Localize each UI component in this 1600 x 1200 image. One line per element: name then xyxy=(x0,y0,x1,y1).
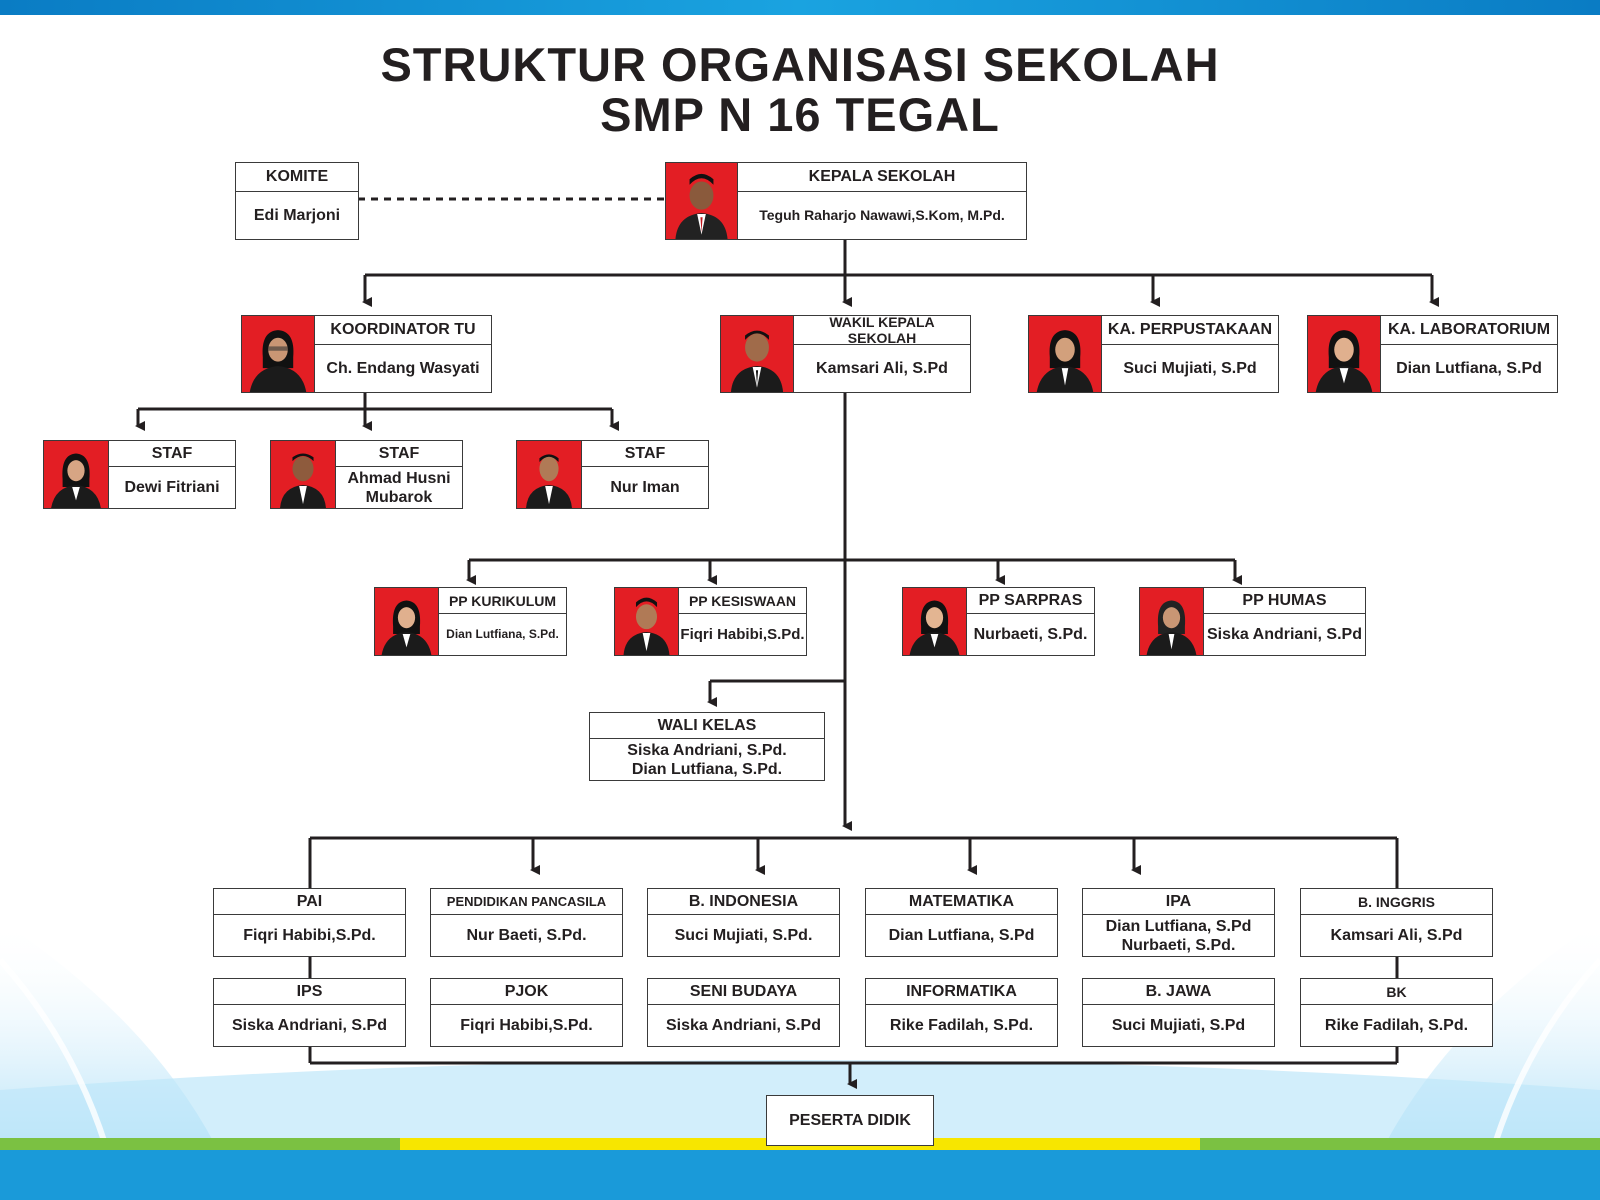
subject-box-seni-budaya: SENI BUDAYA Siska Andriani, S.Pd xyxy=(647,978,840,1047)
kepala-sekolah-name: Teguh Raharjo Nawawi,S.Kom, M.Pd. xyxy=(759,207,1005,223)
koordinator-tu-card: KOORDINATOR TU Ch. Endang Wasyati xyxy=(241,315,492,393)
subject-teacher: Kamsari Ali, S.Pd xyxy=(1330,927,1463,944)
pp-sarpras-name: Nurbaeti, S.Pd. xyxy=(973,626,1088,643)
wali-kelas-title: WALI KELAS xyxy=(590,713,824,739)
subject-teacher: Fiqri Habibi,S.Pd. xyxy=(460,1017,593,1034)
subject-box-b-indonesia: B. INDONESIA Suci Mujiati, S.Pd. xyxy=(647,888,840,957)
top-border xyxy=(0,0,1600,15)
wakil-kepala-name: Kamsari Ali, S.Pd xyxy=(816,360,948,377)
subject-teacher: Rike Fadilah, S.Pd. xyxy=(889,1017,1034,1034)
laboratorium-photo xyxy=(1308,316,1380,392)
perpustakaan-photo xyxy=(1029,316,1101,392)
subject-teacher: Siska Andriani, S.Pd xyxy=(231,1017,387,1034)
subject-title: PAI xyxy=(214,889,405,915)
subject-box-informatika: INFORMATIKA Rike Fadilah, S.Pd. xyxy=(865,978,1058,1047)
subject-title: BK xyxy=(1301,979,1492,1005)
pp-sarpras-card: PP SARPRAS Nurbaeti, S.Pd. xyxy=(902,587,1095,656)
kepala-sekolah-title: KEPALA SEKOLAH xyxy=(738,163,1026,192)
koordinator-tu-title: KOORDINATOR TU xyxy=(315,316,491,345)
subject-title: IPS xyxy=(214,979,405,1005)
staf-card-1: STAF Dewi Fitriani xyxy=(43,440,236,509)
koordinator-tu-photo xyxy=(242,316,314,392)
staf-title-3: STAF xyxy=(582,441,708,467)
pp-kesiswaan-name: Fiqri Habibi,S.Pd. xyxy=(680,626,805,643)
koordinator-tu-name: Ch. Endang Wasyati xyxy=(326,360,480,377)
subject-title: IPA xyxy=(1083,889,1274,915)
perpustakaan-title: KA. PERPUSTAKAAN xyxy=(1102,316,1278,345)
komite-name: Edi Marjoni xyxy=(253,207,341,224)
subject-teacher: Rike Fadilah, S.Pd. xyxy=(1324,1017,1469,1034)
staf-photo-3 xyxy=(517,441,581,508)
wakil-kepala-title: WAKIL KEPALA SEKOLAH xyxy=(794,314,970,346)
pp-humas-card: PP HUMAS Siska Andriani, S.Pd xyxy=(1139,587,1366,656)
subject-title: B. INGGRIS xyxy=(1301,889,1492,915)
subject-box-pai: PAI Fiqri Habibi,S.Pd. xyxy=(213,888,406,957)
subject-box-pjok: PJOK Fiqri Habibi,S.Pd. xyxy=(430,978,623,1047)
subject-box-bk: BK Rike Fadilah, S.Pd. xyxy=(1300,978,1493,1047)
subject-title: INFORMATIKA xyxy=(866,979,1057,1005)
pp-kurikulum-photo xyxy=(375,588,438,655)
komite-box: KOMITE Edi Marjoni xyxy=(235,162,359,240)
subject-title: PENDIDIKAN PANCASILA xyxy=(431,889,622,915)
staf-title-1: STAF xyxy=(109,441,235,467)
pp-kesiswaan-card: PP KESISWAAN Fiqri Habibi,S.Pd. xyxy=(614,587,807,656)
pp-kurikulum-title: PP KURIKULUM xyxy=(439,588,566,614)
perpustakaan-name: Suci Mujiati, S.Pd xyxy=(1123,360,1257,377)
subject-title: MATEMATIKA xyxy=(866,889,1057,915)
staf-title-2: STAF xyxy=(336,441,462,467)
wakil-kepala-card: WAKIL KEPALA SEKOLAH Kamsari Ali, S.Pd xyxy=(720,314,971,393)
subject-teacher: Suci Mujiati, S.Pd. xyxy=(674,927,813,944)
peserta-didik-box: PESERTA DIDIK xyxy=(766,1095,934,1146)
subject-box-b-inggris: B. INGGRIS Kamsari Ali, S.Pd xyxy=(1300,888,1493,957)
page-title: STRUKTUR ORGANISASI SEKOLAH xyxy=(380,38,1220,91)
laboratorium-name: Dian Lutfiana, S.Pd xyxy=(1396,360,1542,377)
subject-box-b-jawa: B. JAWA Suci Mujiati, S.Pd xyxy=(1082,978,1275,1047)
subject-title: B. INDONESIA xyxy=(648,889,839,915)
subject-teacher-2: Nurbaeti, S.Pd. xyxy=(1121,936,1236,954)
subject-box-ips: IPS Siska Andriani, S.Pd xyxy=(213,978,406,1047)
laboratorium-title: KA. LABORATORIUM xyxy=(1381,316,1557,345)
kepala-sekolah-photo xyxy=(666,163,737,239)
pp-kesiswaan-photo xyxy=(615,588,678,655)
subject-teacher: Siska Andriani, S.Pd xyxy=(665,1017,821,1034)
staf-name-3: Nur Iman xyxy=(610,479,680,496)
staf-card-2: STAF Ahmad Husni Mubarok xyxy=(270,440,463,509)
subject-title: B. JAWA xyxy=(1083,979,1274,1005)
staf-card-3: STAF Nur Iman xyxy=(516,440,709,509)
subject-title: SENI BUDAYA xyxy=(648,979,839,1005)
subject-title: PJOK xyxy=(431,979,622,1005)
subject-teacher: Suci Mujiati, S.Pd xyxy=(1111,1017,1246,1034)
staf-name-2: Ahmad Husni Mubarok xyxy=(347,469,451,506)
bottom-strip xyxy=(0,1138,1600,1200)
subject-box-ipa: IPA Dian Lutfiana, S.Pd Nurbaeti, S.Pd. xyxy=(1082,888,1275,957)
subject-teacher: Nur Baeti, S.Pd. xyxy=(466,927,587,944)
subject-box-matematika: MATEMATIKA Dian Lutfiana, S.Pd xyxy=(865,888,1058,957)
komite-title: KOMITE xyxy=(236,163,358,192)
pp-humas-name: Siska Andriani, S.Pd xyxy=(1206,626,1362,643)
laboratorium-card: KA. LABORATORIUM Dian Lutfiana, S.Pd xyxy=(1307,315,1558,393)
pp-sarpras-photo xyxy=(903,588,966,655)
wali-kelas-box: WALI KELAS Siska Andriani, S.Pd. Dian Lu… xyxy=(589,712,825,781)
perpustakaan-card: KA. PERPUSTAKAAN Suci Mujiati, S.Pd xyxy=(1028,315,1279,393)
wakil-kepala-photo xyxy=(721,316,793,392)
wali-kelas-name-1: Siska Andriani, S.Pd. xyxy=(627,741,787,759)
subject-teacher: Dian Lutfiana, S.Pd xyxy=(1105,917,1252,935)
staf-name-1: Dewi Fitriani xyxy=(124,479,220,496)
pp-humas-photo xyxy=(1140,588,1203,655)
staf-photo-1 xyxy=(44,441,108,508)
subject-teacher: Fiqri Habibi,S.Pd. xyxy=(243,927,376,944)
kepala-sekolah-card: KEPALA SEKOLAH Teguh Raharjo Nawawi,S.Ko… xyxy=(665,162,1027,240)
pp-kurikulum-name: Dian Lutfiana, S.Pd. xyxy=(446,627,559,641)
pp-sarpras-title: PP SARPRAS xyxy=(967,588,1094,614)
pp-humas-title: PP HUMAS xyxy=(1204,588,1365,614)
wali-kelas-name-2: Dian Lutfiana, S.Pd. xyxy=(631,760,783,778)
pp-kesiswaan-title: PP KESISWAAN xyxy=(679,588,806,614)
page-subtitle: SMP N 16 TEGAL xyxy=(600,88,1000,141)
subject-box-pendidikan-pancasila: PENDIDIKAN PANCASILA Nur Baeti, S.Pd. xyxy=(430,888,623,957)
staf-photo-2 xyxy=(271,441,335,508)
subject-teacher: Dian Lutfiana, S.Pd xyxy=(888,927,1035,944)
pp-kurikulum-card: PP KURIKULUM Dian Lutfiana, S.Pd. xyxy=(374,587,567,656)
